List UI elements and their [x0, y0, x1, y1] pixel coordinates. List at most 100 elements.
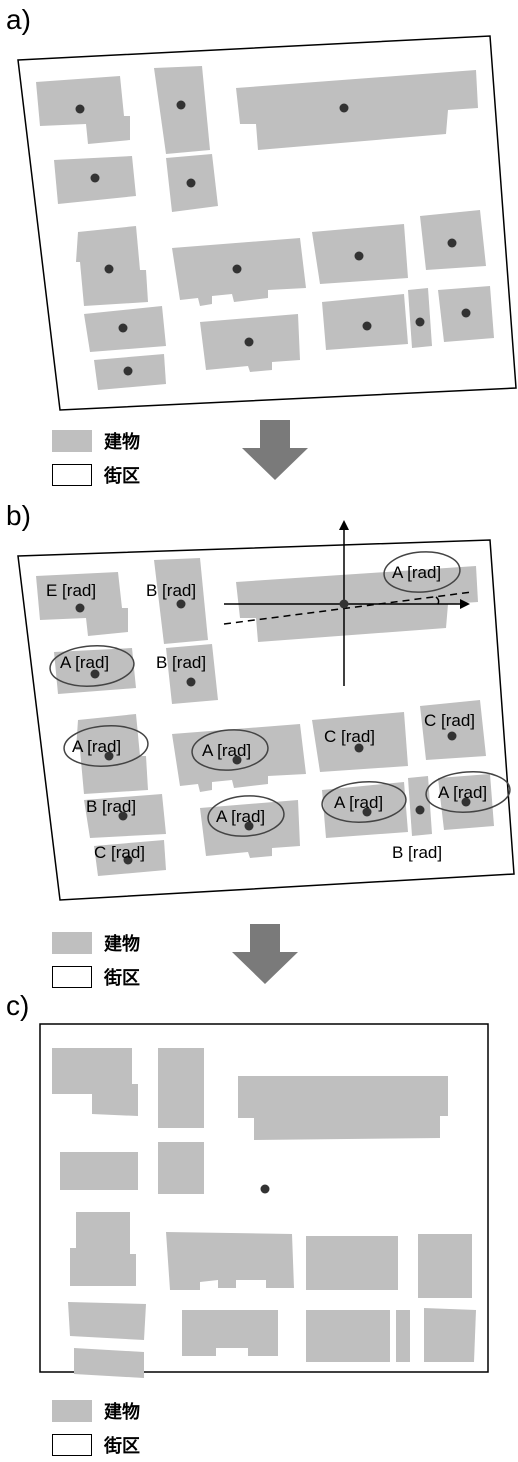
highlight-ellipse [191, 729, 269, 771]
legend-c: 建物 街区 [52, 1394, 140, 1462]
centroid-dot [232, 755, 242, 765]
label-b: B [rad] [156, 653, 206, 672]
legend-block-label: 街区 [104, 968, 140, 989]
centroid-dot [118, 323, 128, 333]
label-a: A [rad] [392, 563, 441, 582]
legend-a: 建物 街区 [52, 424, 140, 492]
centroid-dot [244, 821, 254, 831]
label-a: A [rad] [216, 807, 265, 826]
building [68, 1302, 146, 1340]
building [166, 1232, 294, 1290]
highlight-ellipses [49, 551, 511, 837]
panel-b-label: b) [6, 500, 31, 531]
highlight-ellipse [63, 725, 149, 767]
label-e: E [rad] [46, 581, 96, 600]
highlight-ellipse [321, 781, 407, 823]
down-arrow-icon [232, 924, 298, 984]
panel-c-label: c) [6, 990, 30, 1021]
centroid-dot [354, 251, 364, 261]
highlight-ellipse [425, 771, 511, 813]
centroid-dot [415, 317, 425, 327]
label-c: C [rad] [94, 843, 145, 862]
panel-b-map: E [rad] B [rad] A [rad] A [rad] B [rad] … [17, 520, 515, 901]
building [236, 70, 478, 150]
building [166, 644, 218, 704]
centroid-dot [90, 173, 100, 183]
building [52, 1048, 138, 1116]
label-c: C [rad] [424, 711, 475, 730]
centroid-dot [244, 337, 254, 347]
building [70, 1212, 136, 1286]
legend-building-label: 建物 [104, 934, 140, 955]
building-swatch [52, 430, 92, 452]
panel-a-label: a) [6, 4, 31, 35]
label-b: B [rad] [146, 581, 196, 600]
highlight-ellipse [49, 645, 135, 687]
highlight-ellipse [383, 551, 461, 593]
centroid-dot [123, 366, 133, 376]
building [396, 1310, 410, 1362]
down-arrow-icon [242, 420, 308, 480]
highlight-ellipse [207, 795, 285, 837]
block-swatch [52, 966, 92, 988]
centroid-dot [339, 599, 349, 609]
building [312, 712, 408, 772]
centroid-dot [75, 104, 85, 114]
building [74, 1348, 144, 1378]
centroid-dot [447, 238, 457, 248]
label-b: B [rad] [392, 843, 442, 862]
x-axis-arrowhead [460, 599, 470, 609]
buildings [52, 1048, 476, 1378]
building [420, 700, 486, 760]
centroid-dot [461, 797, 471, 807]
panel-c-map [39, 1023, 489, 1378]
block-swatch [52, 1434, 92, 1456]
centroid-dot [339, 103, 349, 113]
centroid-dot [90, 669, 100, 679]
centroid-dot [447, 731, 457, 741]
angle-arc [435, 596, 440, 605]
centroids [75, 100, 471, 376]
label-a: A [rad] [438, 783, 487, 802]
centroid-dot [362, 807, 372, 817]
label-a: A [rad] [202, 741, 251, 760]
centroid-dot [118, 811, 128, 821]
centroid-dot [104, 751, 114, 761]
centroid-dot [176, 599, 186, 609]
building [154, 66, 210, 154]
building-swatch [52, 1400, 92, 1422]
building [238, 1076, 448, 1140]
centroid-dot [461, 308, 471, 318]
orientation-line [223, 591, 473, 625]
label-a: A [rad] [72, 737, 121, 756]
building [158, 1142, 204, 1194]
label-c: C [rad] [324, 727, 375, 746]
centroid-dot [354, 743, 364, 753]
centroid-dot [176, 100, 186, 110]
legend-b: 建物 街区 [52, 926, 140, 994]
centroid-dot [232, 264, 242, 274]
building [182, 1310, 278, 1356]
centroid-dot [362, 321, 372, 331]
building [60, 1152, 138, 1190]
building [306, 1236, 398, 1290]
centroids [75, 599, 471, 865]
label-a: A [rad] [60, 653, 109, 672]
centroid-dot [75, 603, 85, 613]
label-a: A [rad] [334, 793, 383, 812]
centroid-dot [186, 677, 196, 687]
legend-building-label: 建物 [104, 1402, 140, 1423]
legend-building-label: 建物 [104, 432, 140, 453]
centroid-dot [104, 264, 114, 274]
legend-block-label: 街区 [104, 1436, 140, 1457]
rad-labels: E [rad] B [rad] A [rad] A [rad] B [rad] … [46, 563, 487, 862]
label-b: B [rad] [86, 797, 136, 816]
centroid-dot [123, 855, 133, 865]
building [424, 1308, 476, 1362]
building [306, 1310, 390, 1362]
legend-block-label: 街区 [104, 466, 140, 487]
centroid-dot [186, 178, 196, 188]
block-centroid-dot [260, 1184, 270, 1194]
building [418, 1234, 472, 1298]
panel-a-map [17, 35, 517, 411]
